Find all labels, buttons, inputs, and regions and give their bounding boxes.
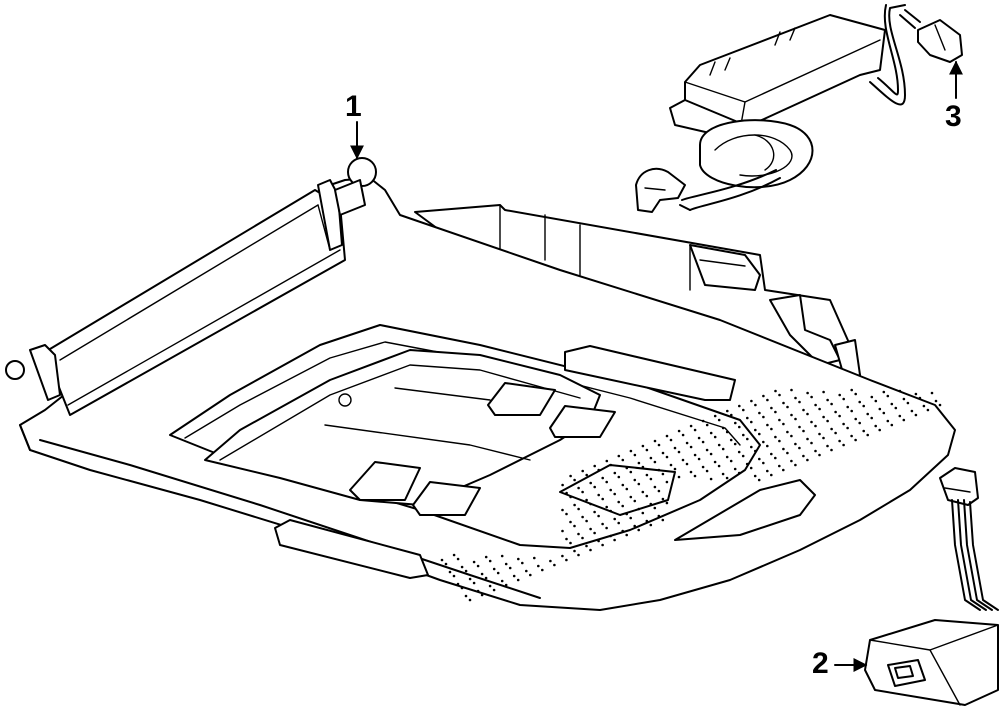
- callout-number-2: 2: [812, 647, 829, 680]
- module-part-2: [864, 467, 999, 706]
- speaker-grille: [440, 388, 942, 602]
- module-part-3: [635, 4, 963, 213]
- callout-number-3: 3: [945, 100, 962, 133]
- overhead-console: [5, 157, 956, 611]
- callout-number-1: 1: [345, 90, 362, 123]
